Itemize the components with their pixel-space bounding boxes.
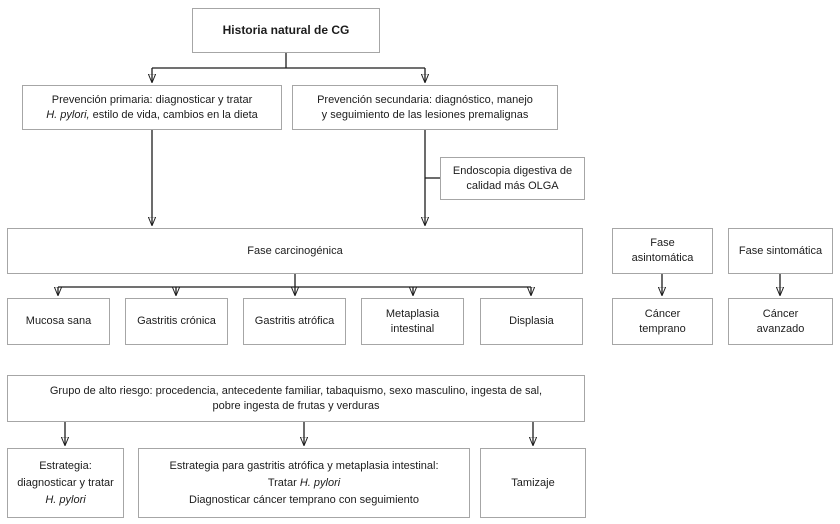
node-displasia: Displasia	[480, 298, 583, 345]
estrategia-gastritis-line3: Diagnosticar cáncer temprano con seguimi…	[189, 493, 419, 506]
node-estrategia-gastritis-metaplasia: Estrategia para gastritis atrófica y met…	[138, 448, 470, 518]
grupo-alto-riesgo-line1: Grupo de alto riesgo: procedencia, antec…	[49, 384, 543, 397]
estrategia-gastritis-line1: Estrategia para gastritis atrófica y met…	[169, 459, 439, 472]
prevencion-secundaria-line1: Prevención secundaria: diagnóstico, mane…	[317, 93, 533, 106]
fase-carcinogenica-label: Fase carcinogénica	[247, 244, 343, 257]
node-fase-carcinogenica: Fase carcinogénica	[7, 228, 583, 274]
prevencion-primaria-line1: Prevención primaria: diagnosticar y trat…	[51, 93, 253, 106]
node-estrategia-diagnosticar-tratar: Estrategia: diagnosticar y tratar H. pyl…	[7, 448, 124, 518]
estrategia-gastritis-line2: Tratar H. pylori	[267, 476, 341, 489]
node-prevencion-primaria: Prevención primaria: diagnosticar y trat…	[22, 85, 282, 130]
prevencion-primaria-line2: H. pylori, estilo de vida, cambios en la…	[46, 108, 258, 121]
node-prevencion-secundaria: Prevención secundaria: diagnóstico, mane…	[292, 85, 558, 130]
node-mucosa-sana: Mucosa sana	[7, 298, 110, 345]
node-gastritis-cronica: Gastritis crónica	[125, 298, 228, 345]
node-fase-sintomatica: Fase sintomática	[728, 228, 833, 274]
node-grupo-alto-riesgo: Grupo de alto riesgo: procedencia, antec…	[7, 375, 585, 422]
node-historia-label: Historia natural de CG	[222, 23, 350, 37]
endoscopia-line2: calidad más OLGA	[466, 179, 559, 192]
node-cancer-avanzado: Cáncer avanzado	[728, 298, 833, 345]
node-gastritis-atrofica: Gastritis atrófica	[243, 298, 346, 345]
node-metaplasia-intestinal: Metaplasia intestinal	[361, 298, 464, 345]
node-endoscopia-olga: Endoscopia digestiva de calidad más OLGA	[440, 157, 585, 200]
node-fase-asintomatica: Fase asintomática	[612, 228, 713, 274]
prevencion-secundaria-line2: y seguimiento de las lesiones premaligna…	[321, 108, 529, 121]
node-tamizaje: Tamizaje	[480, 448, 586, 518]
endoscopia-line1: Endoscopia digestiva de	[452, 164, 573, 177]
node-historia-natural-cg: Historia natural de CG	[192, 8, 380, 53]
grupo-alto-riesgo-line2: pobre ingesta de frutas y verduras	[212, 399, 380, 412]
node-cancer-temprano: Cáncer temprano	[612, 298, 713, 345]
